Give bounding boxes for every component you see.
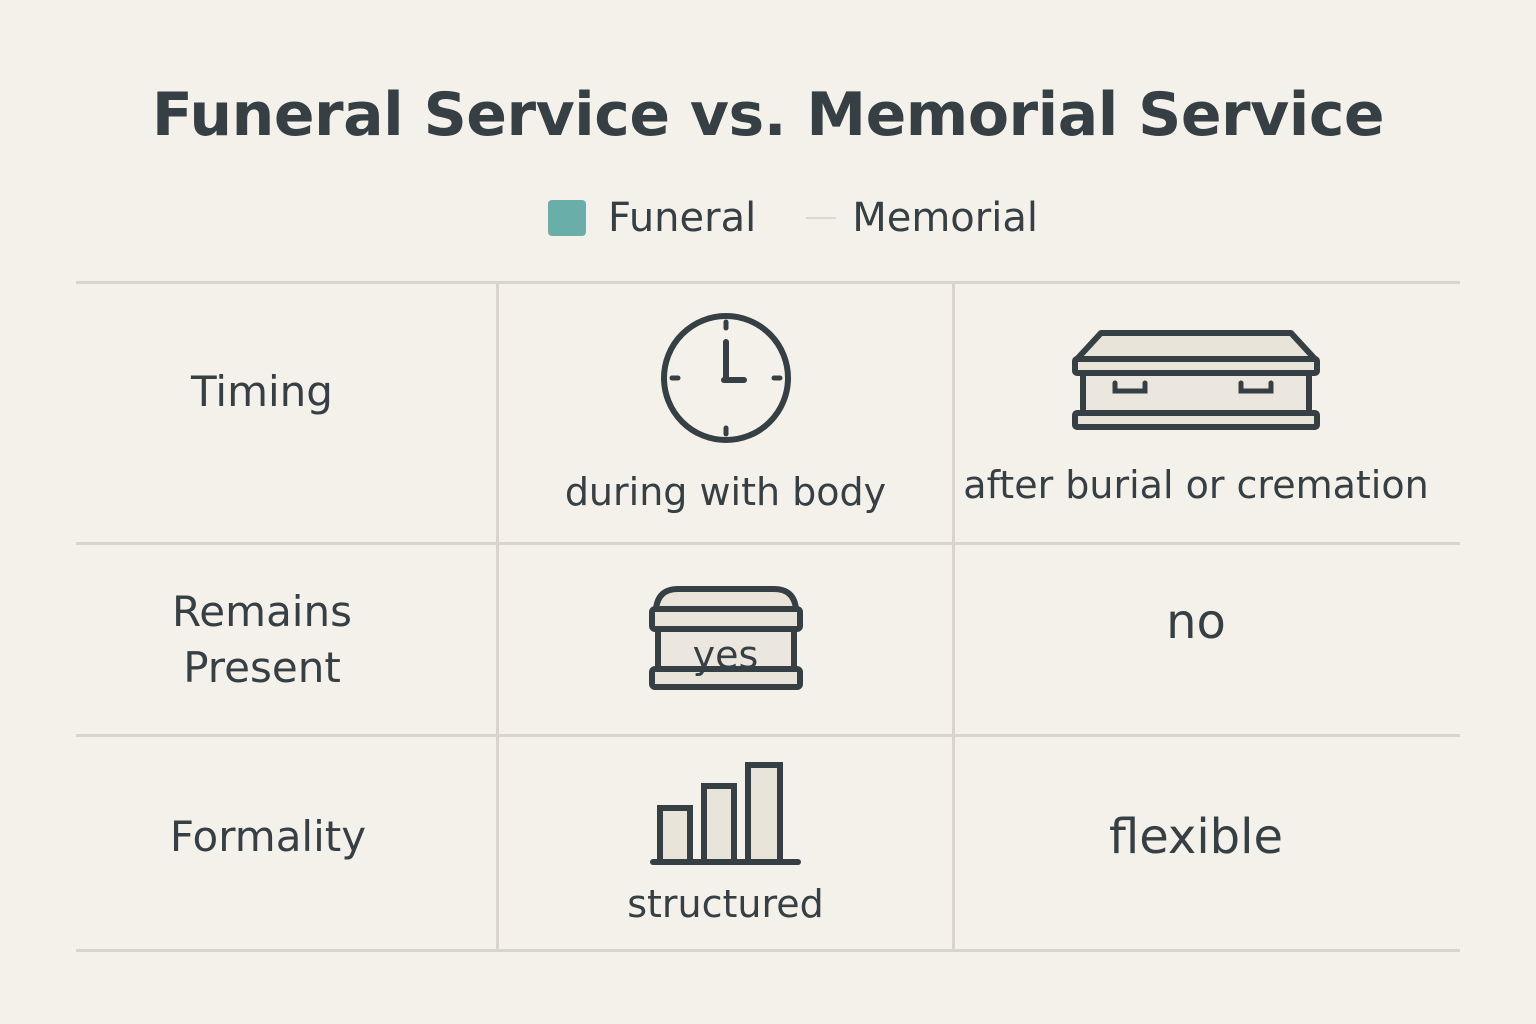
cell-memorial-remains: no bbox=[955, 545, 1437, 734]
table-divider bbox=[76, 281, 1460, 284]
row-label-remains-present: Remains Present bbox=[76, 545, 448, 734]
bar-chart-icon bbox=[649, 762, 801, 865]
casket-icon bbox=[648, 585, 803, 690]
legend-memorial-label: Memorial bbox=[852, 195, 1038, 241]
clock-icon bbox=[660, 313, 791, 443]
table-divider bbox=[76, 734, 1460, 737]
table-divider bbox=[952, 281, 955, 952]
row-label-formality: Formality bbox=[76, 737, 460, 937]
casket-icon-wrap: yes bbox=[648, 583, 804, 693]
cell-text: flexible bbox=[1109, 809, 1283, 865]
row-label-text: Formality bbox=[169, 812, 367, 861]
row-label-timing: Timing bbox=[76, 284, 448, 500]
cell-memorial-formality: flexible bbox=[955, 737, 1437, 937]
casket-icon bbox=[1072, 330, 1320, 430]
cell-text: structured bbox=[627, 882, 824, 926]
cell-memorial-timing: after burial or cremation bbox=[955, 284, 1437, 542]
row-label-text: Present bbox=[183, 642, 341, 692]
comparison-table: Timing during with body after burial or … bbox=[76, 281, 1460, 953]
cell-text: no bbox=[1166, 593, 1226, 650]
row-label-text: Remains bbox=[172, 586, 352, 636]
legend: Funeral Memorial bbox=[548, 192, 1038, 244]
table-divider bbox=[76, 542, 1460, 545]
page-title: Funeral Service vs. Memorial Service bbox=[151, 80, 1385, 150]
row-label-text: Timing bbox=[191, 367, 333, 416]
cell-text: yes bbox=[692, 632, 759, 677]
table-divider bbox=[496, 281, 499, 952]
legend-memorial-line bbox=[806, 217, 837, 219]
legend-funeral-label: Funeral bbox=[608, 195, 757, 241]
cell-text: after burial or cremation bbox=[963, 463, 1429, 507]
cell-funeral-formality: structured bbox=[499, 737, 952, 949]
cell-funeral-timing: during with body bbox=[499, 284, 952, 542]
cell-funeral-remains: yes bbox=[499, 545, 952, 734]
legend-funeral-swatch bbox=[548, 200, 586, 236]
table-divider bbox=[76, 949, 1460, 952]
cell-text: during with body bbox=[564, 470, 887, 514]
